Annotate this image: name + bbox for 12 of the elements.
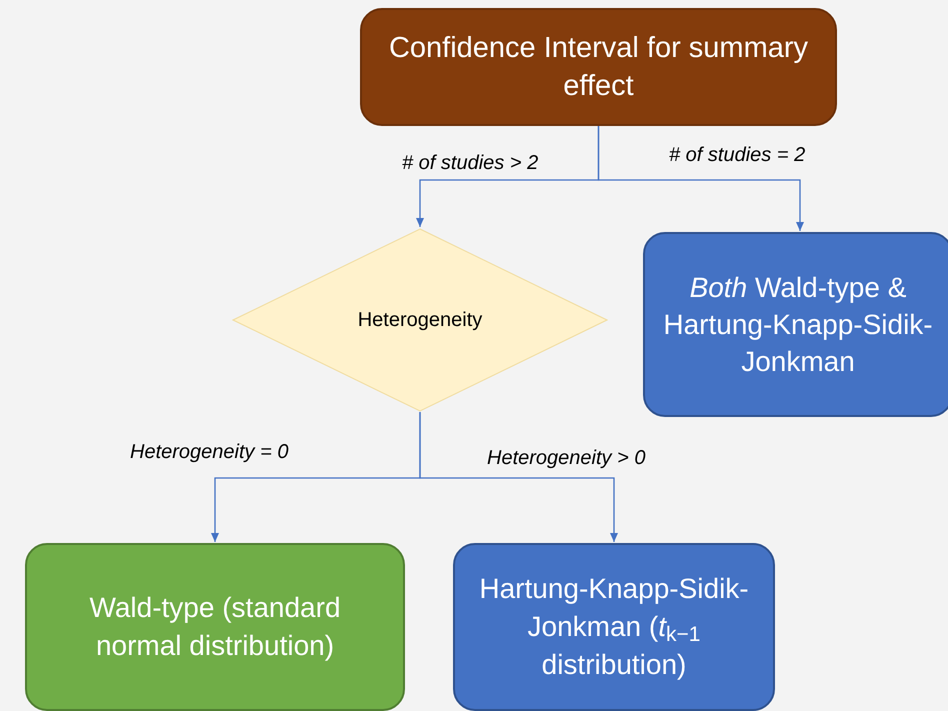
arrow: [598, 126, 804, 231]
process-box: [25, 543, 405, 711]
node-text: Both Wald-type & Hartung-Knapp-Sidik-Jonkman: [662, 271, 934, 379]
node-text: Confidence Interval for summary effect: [388, 31, 810, 104]
process-box: [643, 232, 948, 417]
node-text: Wald-type (standard normal distribution): [88, 591, 342, 663]
decision-diamond: [232, 228, 608, 412]
process-box: [360, 8, 837, 126]
node-text: Hartung-Knapp-Sidik-Jonkman (t$_{k−1}$ distribution): [478, 572, 750, 682]
arrow: [419, 412, 618, 542]
node-text: Heterogeneity: [358, 308, 482, 333]
process-box: [453, 543, 775, 711]
